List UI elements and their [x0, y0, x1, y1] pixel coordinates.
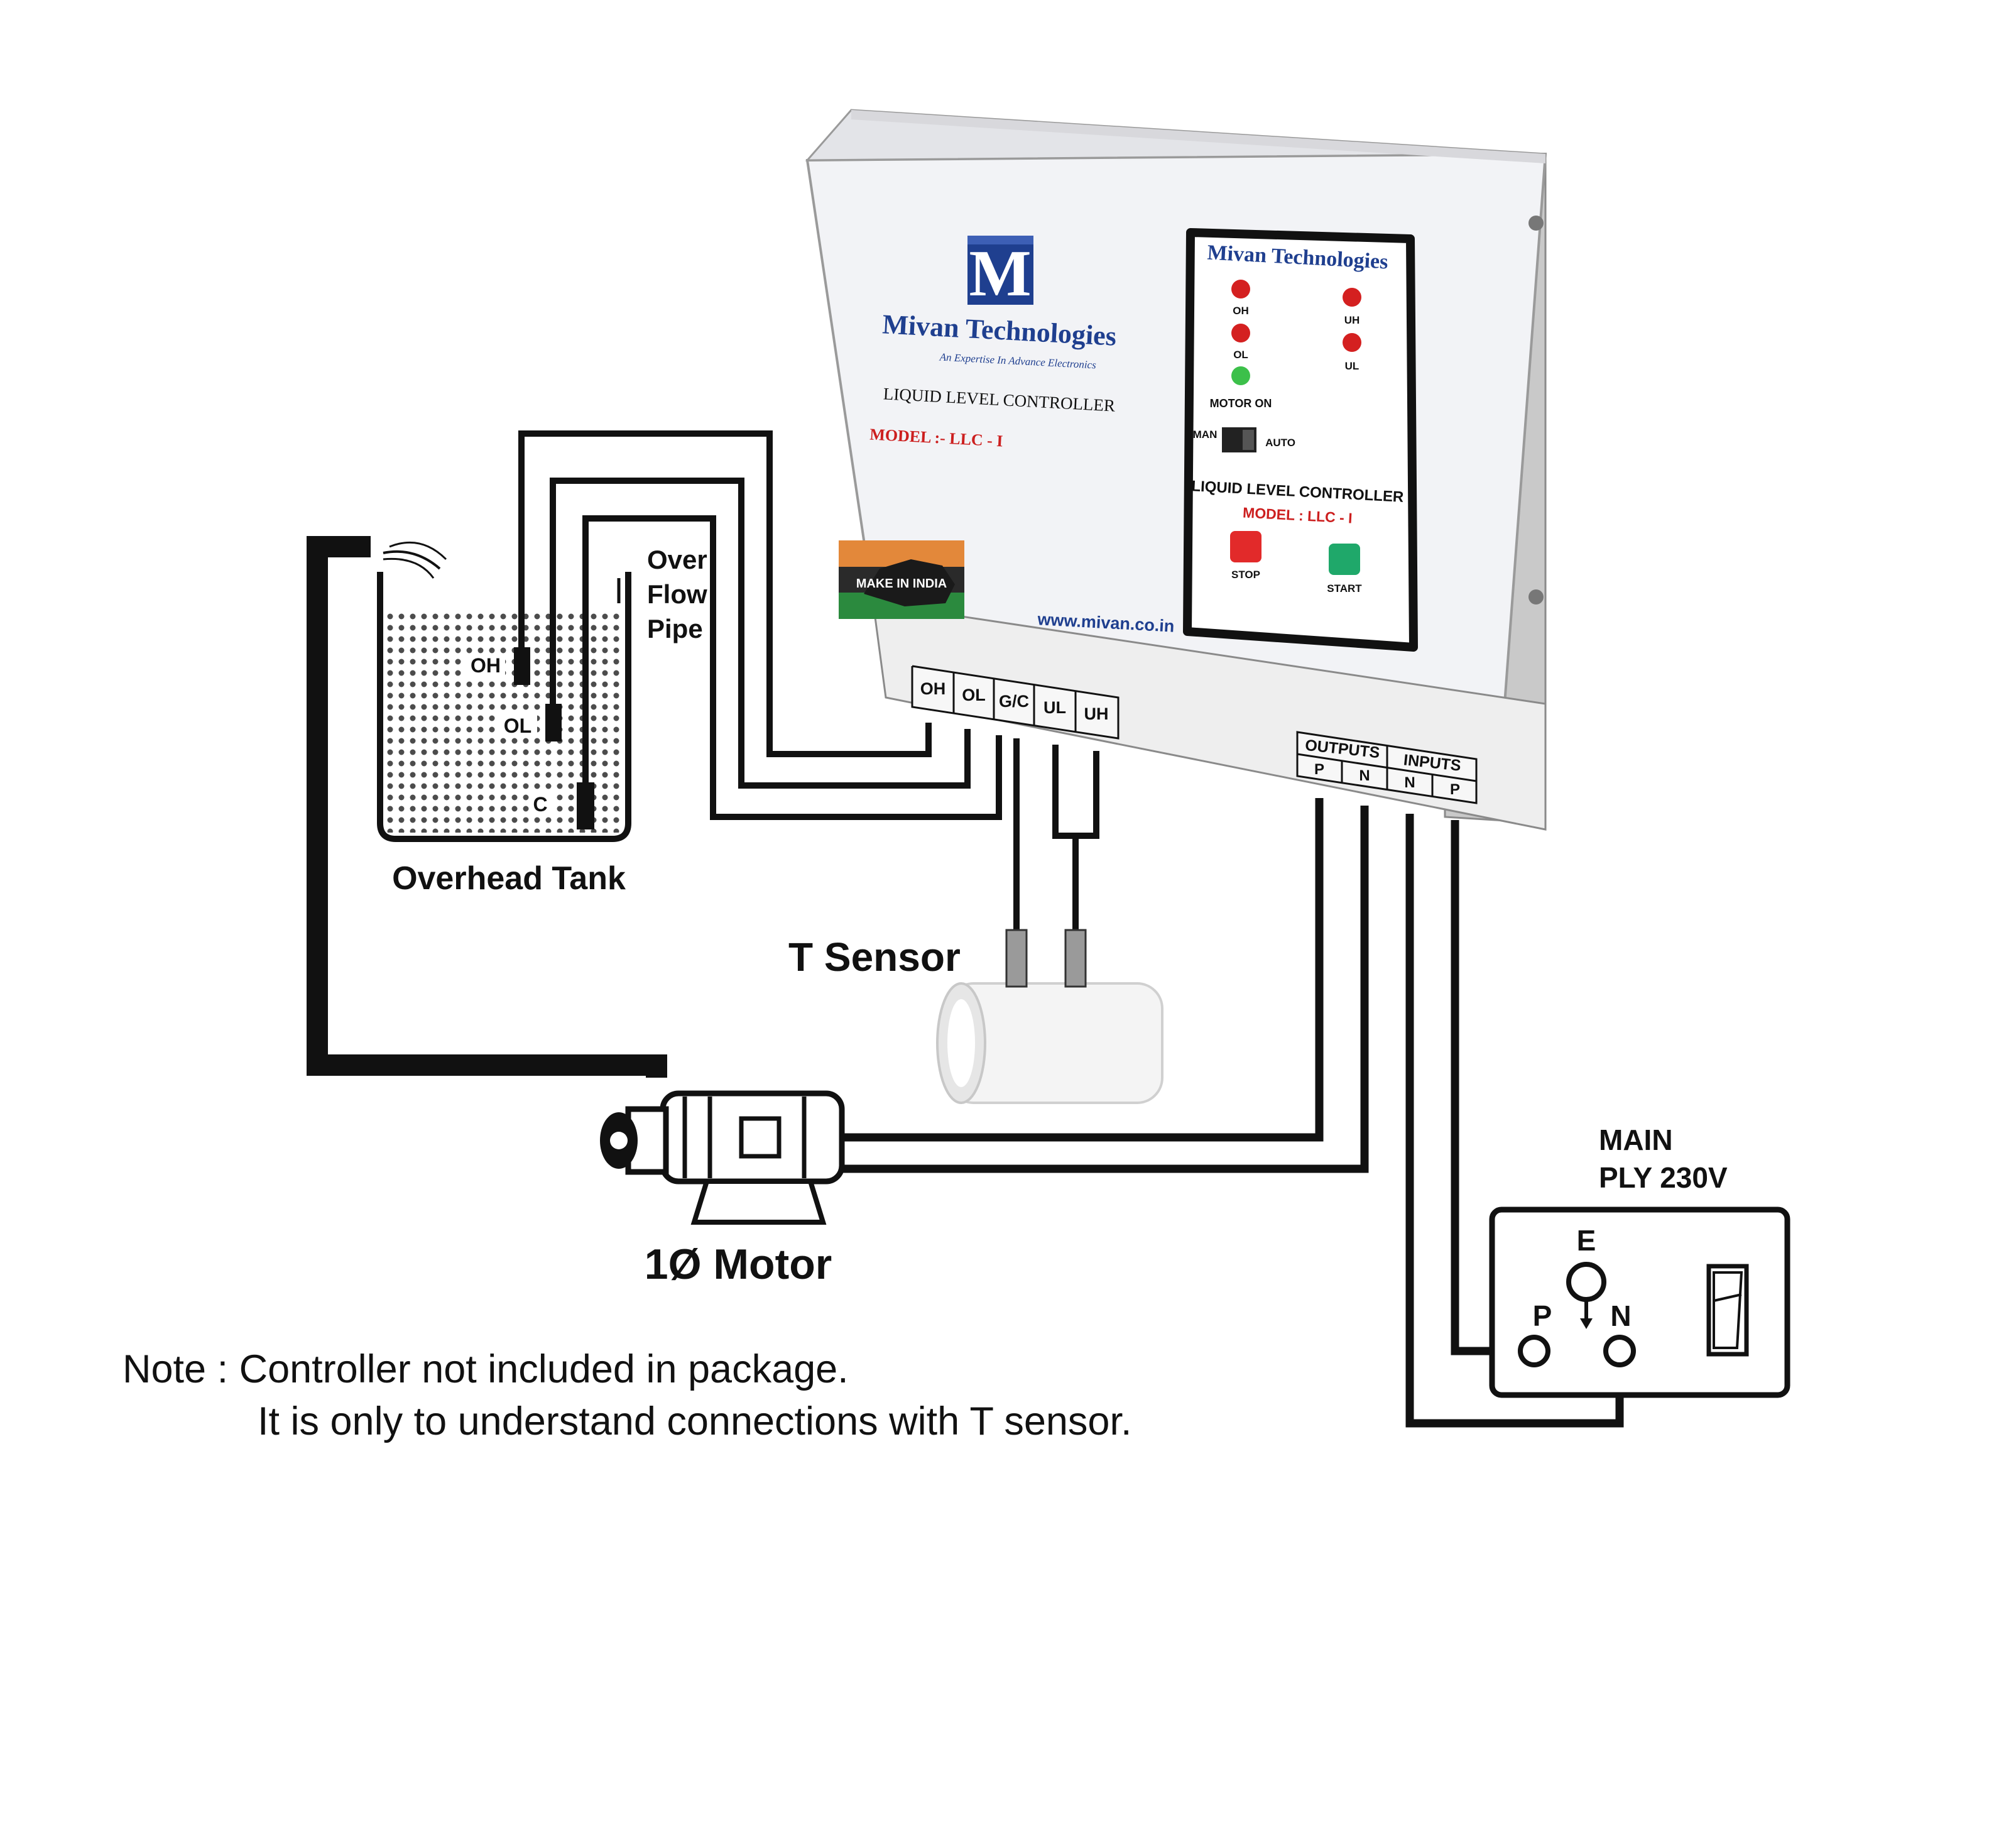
motor-icon: [600, 1090, 845, 1225]
mivan-logo-icon: M: [967, 236, 1033, 310]
sensor-ol-label: OL: [504, 714, 531, 737]
phase-label: P: [1533, 1300, 1552, 1332]
svg-text:M: M: [969, 236, 1031, 310]
supply-label-line2: PLY 230V: [1599, 1161, 1728, 1194]
supply-label-line1: MAIN: [1599, 1124, 1673, 1156]
make-in-india-badge: MAKE IN INDIA: [839, 540, 964, 619]
tank-label: Overhead Tank: [392, 860, 626, 897]
terminal-ol: OL: [962, 686, 986, 704]
sensor-terminal-block: [911, 665, 1120, 740]
sensor-c-label: C: [533, 793, 547, 816]
delivery-pipe: [307, 536, 667, 1078]
sensor-ol-icon: [545, 704, 562, 741]
input-p: P: [1450, 781, 1460, 798]
overflow-label-line1: Over: [647, 545, 707, 574]
overflow-label-line2: Flow: [647, 579, 707, 609]
terminal-oh: OH: [920, 679, 946, 698]
neutral-terminal-icon: [1603, 1335, 1636, 1367]
led-ol-icon: [1231, 324, 1250, 342]
phase-terminal-icon: [1518, 1335, 1550, 1367]
make-in-india-label: MAKE IN INDIA: [856, 577, 947, 591]
output-p: P: [1314, 761, 1324, 778]
sensor-oh-icon: [514, 647, 530, 685]
note-line2: It is only to understand connections wit…: [258, 1399, 1131, 1443]
input-n: N: [1404, 774, 1415, 791]
led-uh-icon: [1343, 288, 1361, 307]
motor-label: 1Ø Motor: [645, 1240, 832, 1288]
switch-man-label: MAN: [1193, 429, 1218, 440]
sensor-c-icon: [577, 782, 594, 829]
earth-label: E: [1577, 1224, 1596, 1257]
terminal-gc: G/C: [999, 692, 1029, 711]
note-line1: Note : Controller not included in packag…: [123, 1347, 849, 1391]
led-oh-label: OH: [1233, 305, 1249, 317]
output-n: N: [1359, 767, 1370, 784]
start-label: START: [1327, 583, 1362, 594]
mains-socket: [1489, 1206, 1790, 1398]
stop-label: STOP: [1231, 569, 1260, 581]
start-button[interactable]: [1329, 544, 1360, 575]
controller-box: [805, 109, 1547, 831]
stop-button[interactable]: [1230, 531, 1261, 562]
terminal-ul: UL: [1043, 698, 1066, 717]
control-panel: [1183, 228, 1418, 652]
led-ul-label: UL: [1345, 360, 1359, 372]
led-motor-on-label: MOTOR ON: [1210, 397, 1272, 410]
sensor-oh-label: OH: [471, 654, 501, 677]
t-sensor-icon: [936, 929, 1163, 1104]
overflow-arrow-icon: [617, 578, 630, 603]
overflow-label-line3: Pipe: [647, 614, 703, 643]
earth-terminal-icon: [1566, 1262, 1606, 1302]
t-sensor-label: T Sensor: [788, 934, 961, 980]
terminal-uh: UH: [1084, 704, 1109, 723]
led-oh-icon: [1231, 280, 1250, 298]
led-ul-icon: [1343, 333, 1361, 352]
power-terminal-block: [1296, 731, 1478, 804]
man-auto-switch[interactable]: [1222, 427, 1256, 452]
switch-auto-label: AUTO: [1265, 437, 1295, 449]
led-uh-label: UH: [1344, 314, 1360, 326]
sensor-wires: [518, 430, 1099, 980]
led-motor-on-icon: [1231, 366, 1250, 385]
neutral-label: N: [1610, 1300, 1631, 1332]
led-ol-label: OL: [1233, 349, 1248, 361]
